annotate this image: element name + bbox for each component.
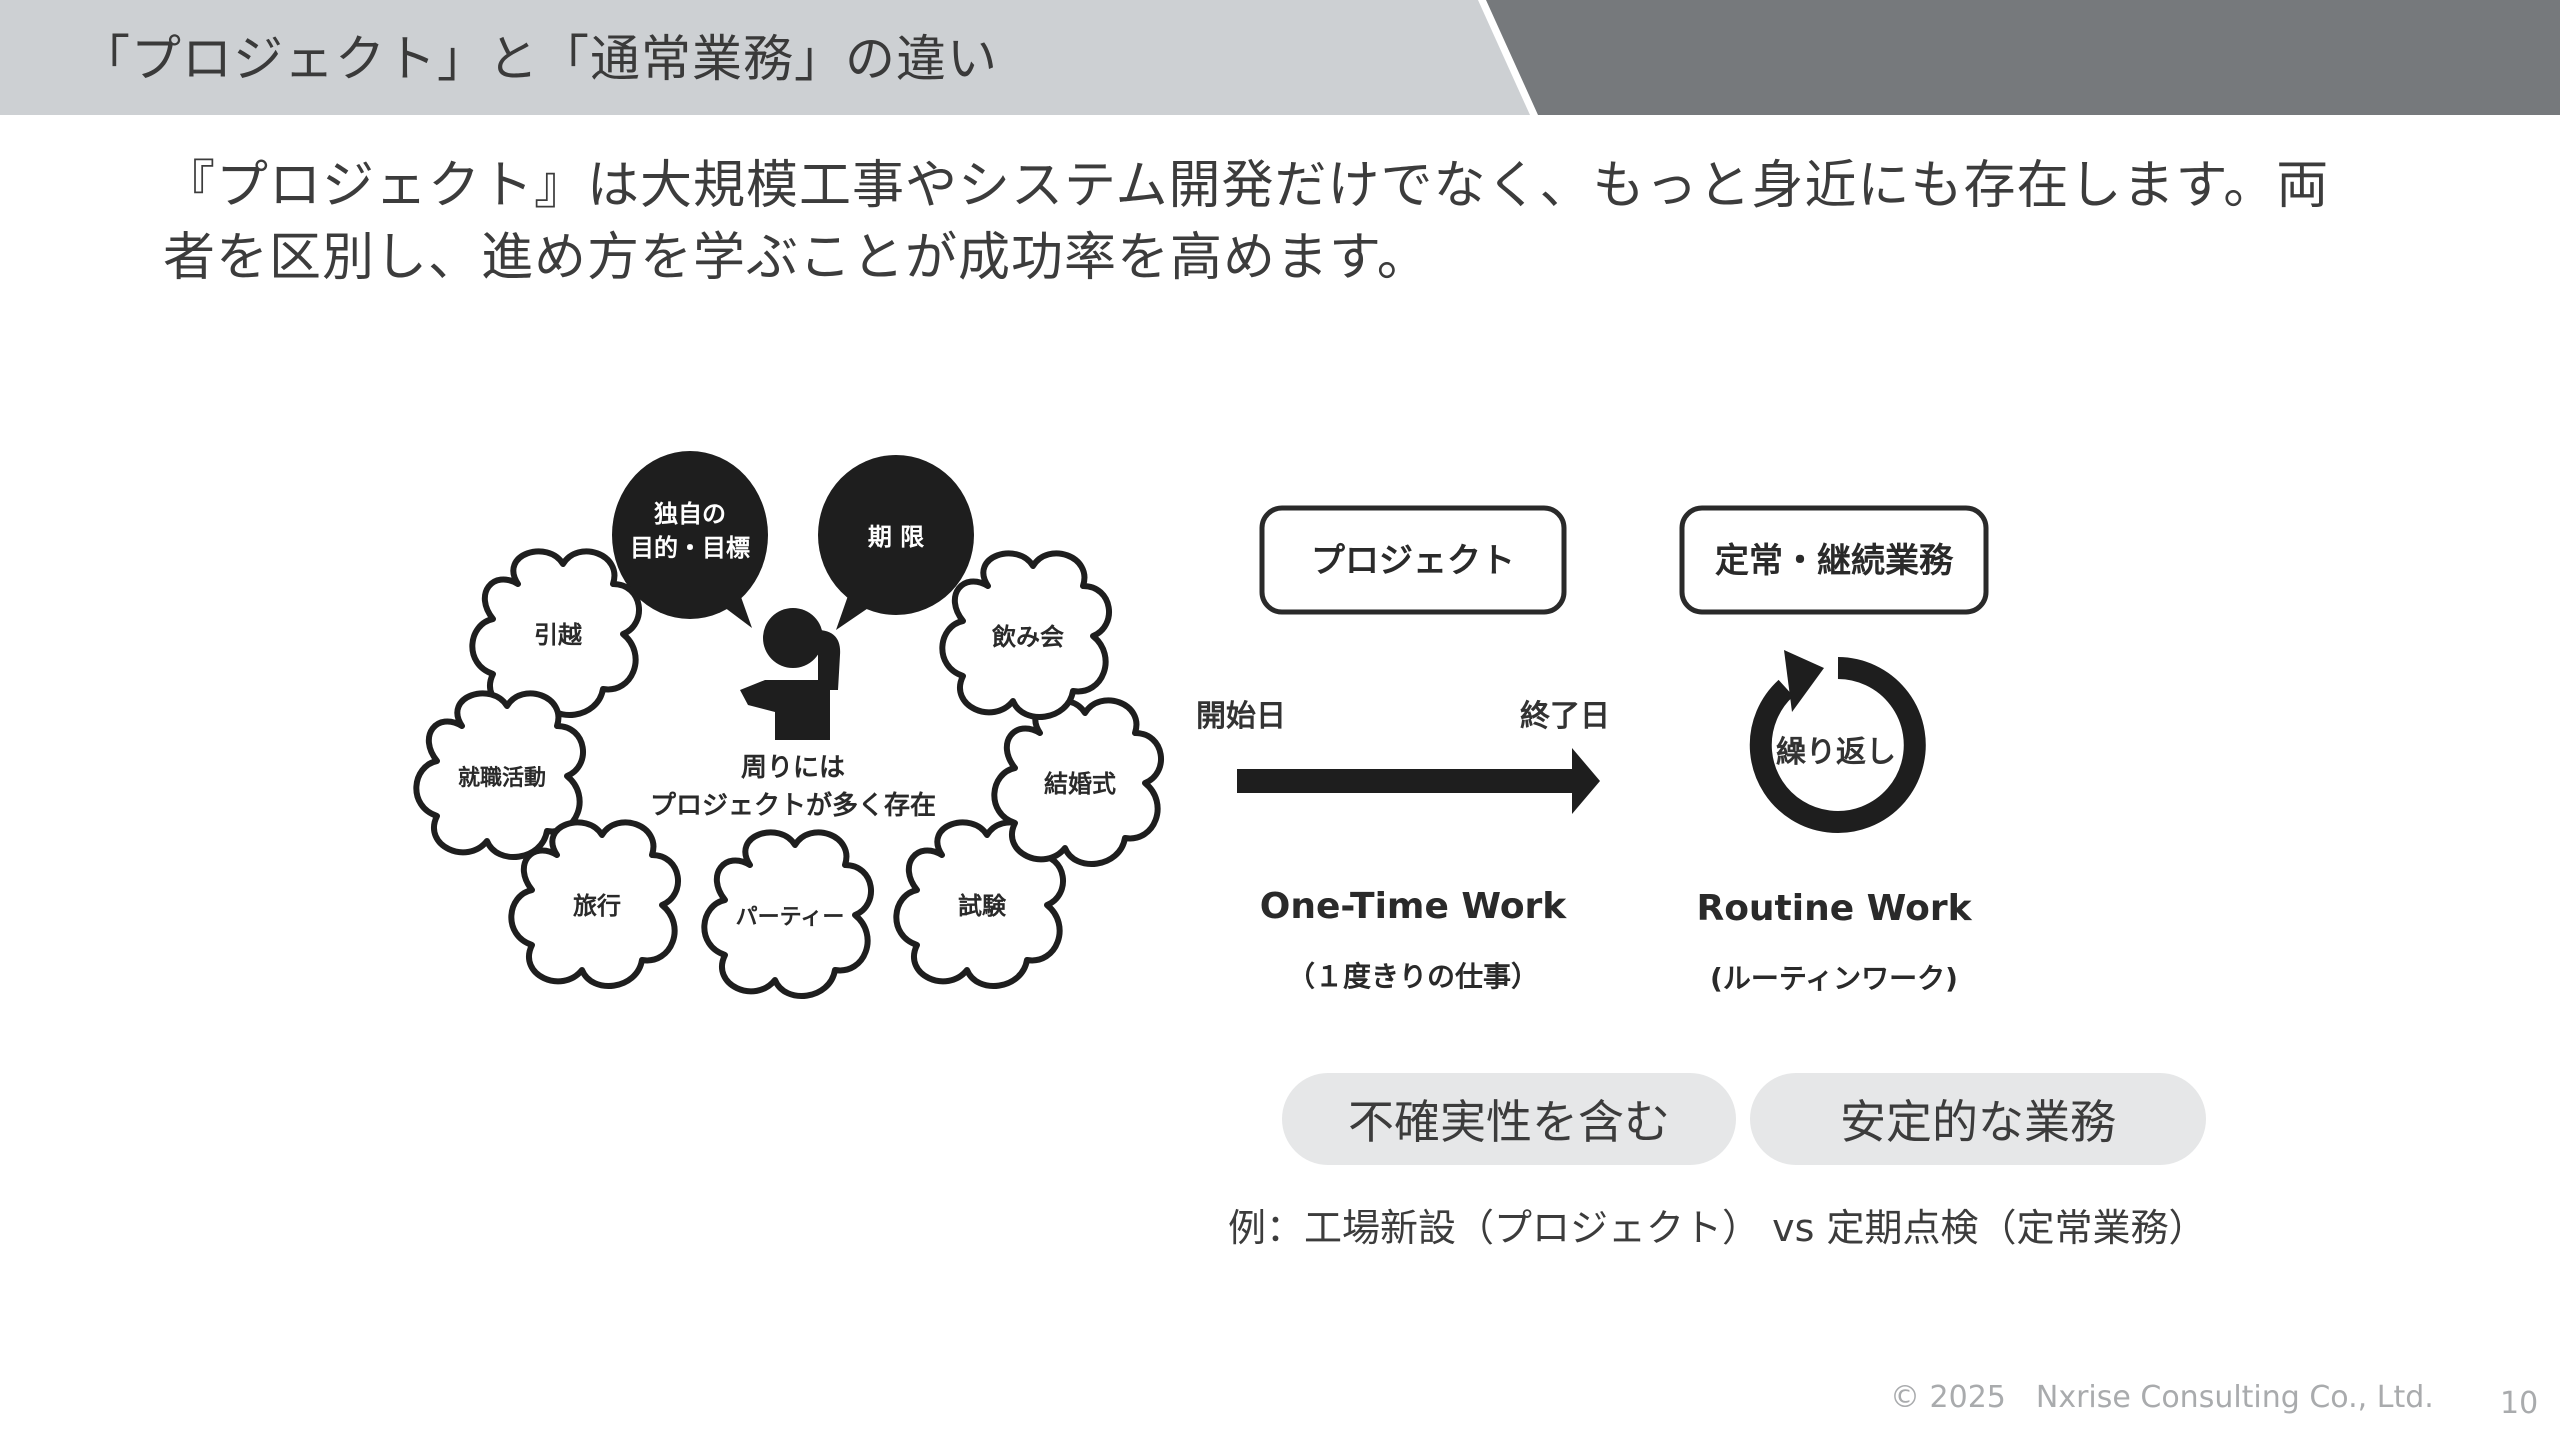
pill-stable-work: 安定的な業務 [1750, 1073, 2206, 1165]
header-band [0, 0, 2560, 115]
cloud-drinking-party: 飲み会 [942, 553, 1109, 717]
cloud-travel: 旅行 [511, 822, 678, 986]
footer-copyright: © 2025 [1890, 1380, 2006, 1415]
bubble-goal-line2: 目的・目標 [630, 534, 750, 562]
one-time-work-subtitle: （１度きりの仕事） [1287, 960, 1539, 993]
cloud-label: 就職活動 [458, 765, 546, 791]
cloud-exam: 試験 [896, 822, 1063, 986]
example-text: 例：工場新設（プロジェクト） vs 定期点検（定常業務） [1228, 1206, 2207, 1250]
lead-paragraph: 『プロジェクト』は大規模工事やシステム開発だけでなく、もっと身近にも存在します。… [163, 150, 2403, 294]
cloud-label: 飲み会 [991, 623, 1064, 651]
cloud-party: パーティー [704, 832, 871, 996]
one-time-work-title: One-Time Work [1260, 886, 1568, 927]
repeat-cycle-icon [1749, 650, 1926, 833]
cloud-moving: 引越 [472, 551, 639, 715]
page-number: 10 [2500, 1386, 2539, 1421]
project-box-label: プロジェクト [1311, 541, 1515, 581]
cloud-label: 試験 [958, 892, 1007, 920]
footer-company: Nxrise Consulting Co., Ltd. [2035, 1380, 2434, 1415]
footer: © 2025 Nxrise Consulting Co., Ltd. [1890, 1380, 2434, 1415]
project-box [1259, 505, 1567, 615]
cloud-job-hunting: 就職活動 [416, 693, 583, 857]
bubble-deadline-text: 期 限 [868, 523, 924, 551]
page-title: 「プロジェクト」と「通常業務」の違い [80, 30, 998, 88]
person-thinking-icon [740, 608, 841, 740]
lead-line-2: 者を区別し、進め方を学ぶことが成功率を高めます。 [163, 228, 1430, 288]
start-date-label: 開始日 [1196, 699, 1286, 734]
header-light-band [0, 0, 1530, 115]
cloud-wedding: 結婚式 [994, 700, 1161, 864]
header-dark-band [1486, 0, 2560, 115]
cloud-label: 旅行 [573, 892, 621, 920]
cloud-label: パーティー [736, 905, 845, 930]
repeat-label: 繰り返し [1776, 735, 1896, 770]
pill-uncertainty: 不確実性を含む [1282, 1073, 1736, 1165]
routine-work-title: Routine Work [1696, 888, 1972, 929]
cloud-label: 結婚式 [1044, 770, 1116, 798]
cloud-label: 引越 [534, 621, 583, 649]
speech-bubble-goal: 独自の 目的・目標 [612, 451, 768, 628]
center-caption-line2: プロジェクトが多く存在 [650, 790, 936, 821]
routine-box-label: 定常・継続業務 [1715, 541, 1954, 581]
routine-work-subtitle: (ルーティンワーク) [1710, 962, 1958, 995]
lead-line-1: 『プロジェクト』は大規模工事やシステム開発だけでなく、もっと身近にも存在します。… [163, 156, 2330, 216]
bubble-goal-line1: 独自の [654, 500, 726, 528]
timeline-arrow-icon [1237, 748, 1600, 814]
center-caption-line1: 周りには [741, 753, 845, 783]
speech-bubble-deadline: 期 限 [818, 455, 974, 630]
routine-box [1679, 505, 1989, 615]
end-date-label: 終了日 [1520, 699, 1610, 734]
